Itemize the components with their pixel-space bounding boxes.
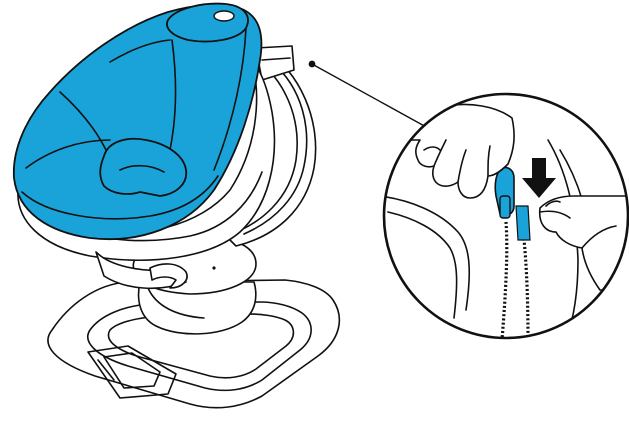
callout-leader: [309, 61, 428, 128]
zipper-fabric: [516, 206, 530, 240]
callout-detail: [380, 94, 629, 340]
fabric-handle-slot: [214, 11, 234, 21]
hub-dot: [212, 266, 215, 269]
zipper-slider: [500, 196, 510, 218]
leader-line: [312, 64, 428, 128]
